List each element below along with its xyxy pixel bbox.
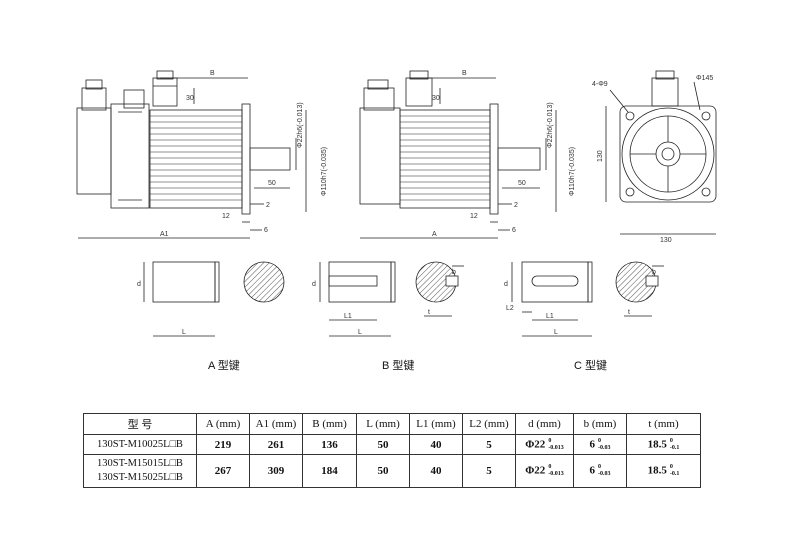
motor-front-view-c (605, 70, 717, 235)
dim-B-a: B (210, 70, 215, 77)
dim-phi145: Φ145 (696, 75, 713, 82)
key-c-L2: L2 (506, 305, 514, 312)
cell-L: 50 (356, 454, 410, 488)
cell-L2: 5 (462, 454, 516, 488)
header-L2: L2 (mm) (462, 413, 516, 435)
motor-a-dimension-labels: B 30 A1 50 2 12 6 Φ22h6(-0.013) Φ110h7(-… (160, 70, 328, 238)
key-b-L: L (358, 329, 362, 336)
cooling-fins (150, 115, 242, 201)
key-a-caption: A 型键 (208, 358, 240, 372)
cell-L1: 40 (409, 454, 463, 488)
motor-dimension-drawing: B 30 A1 50 2 12 6 Φ22h6(-0.013) Φ110h7(-… (76, 70, 717, 372)
motor-side-view-a (76, 70, 307, 239)
key-c-d: d (504, 281, 508, 288)
header-d: d (mm) (515, 413, 574, 435)
cell-A: 267 (196, 454, 250, 488)
dim-6-a: 6 (264, 227, 268, 234)
key-c-L1: L1 (546, 313, 554, 320)
motor-spec-table: 型 号 A (mm) A1 (mm) B (mm) L (mm) L1 (mm)… (83, 413, 701, 488)
cell-A: 219 (196, 434, 250, 455)
dim-6-b: 6 (512, 227, 516, 234)
key-type-c-drawing (511, 261, 664, 337)
key-a-d: d (137, 281, 141, 288)
dim-30-a: 30 (186, 95, 194, 102)
cell-A1: 261 (249, 434, 303, 455)
dim-12-a: 12 (222, 213, 230, 220)
key-c-b: b (652, 269, 656, 276)
dim-phi110-a: Φ110h7(-0.035) (321, 147, 328, 196)
key-b-L1: L1 (344, 313, 352, 320)
header-A: A (mm) (196, 413, 250, 435)
cooling-fins (400, 115, 490, 201)
key-b-t: t (428, 309, 430, 316)
header-t: t (mm) (626, 413, 701, 435)
key-c-labels: d L2 L1 L b t C 型键 (504, 269, 656, 372)
dim-A1: A1 (160, 231, 169, 238)
cell-L1: 40 (409, 434, 463, 455)
motor-b-dimension-labels: B 30 A 50 2 12 6 Φ22h6(-0.013) Φ110h7(-0… (432, 70, 576, 238)
key-type-b-drawing (319, 261, 464, 337)
header-A1: A1 (mm) (249, 413, 303, 435)
key-c-t: t (628, 309, 630, 316)
cell-model: 130ST-M10025L□B (83, 434, 197, 455)
dim-4-phi9: 4-Φ9 (592, 81, 608, 88)
key-b-b: b (452, 269, 456, 276)
dim-2-a: 2 (266, 202, 270, 209)
key-type-a-drawing (143, 261, 285, 337)
dim-12-b: 12 (470, 213, 478, 220)
key-b-labels: d L1 L b t B 型键 (312, 269, 456, 372)
key-a-L: L (182, 329, 186, 336)
key-b-d: d (312, 281, 316, 288)
cell-A1: 309 (249, 454, 303, 488)
dim-B-b: B (462, 70, 467, 77)
dim-phi22-b: Φ22h6(-0.013) (547, 102, 554, 148)
cell-L: 50 (356, 434, 410, 455)
dim-30-b: 30 (432, 95, 440, 102)
dim-phi110-b: Φ110h7(-0.035) (569, 147, 576, 196)
dim-A: A (432, 231, 437, 238)
key-c-L: L (554, 329, 558, 336)
dim-2-b: 2 (514, 202, 518, 209)
motor-c-dimension-labels: 4-Φ9 Φ145 130 130 (592, 75, 713, 244)
motor-side-view-b (359, 70, 557, 239)
dim-phi22-a: Φ22h6(-0.013) (297, 102, 304, 148)
header-L: L (mm) (356, 413, 410, 435)
header-b: b (mm) (573, 413, 627, 435)
cell-B: 184 (302, 454, 357, 488)
dim-130-w: 130 (660, 237, 672, 244)
key-c-caption: C 型键 (574, 358, 607, 372)
cell-L2: 5 (462, 434, 516, 455)
cell-B: 136 (302, 434, 357, 455)
header-model: 型 号 (83, 413, 197, 435)
dim-50-b: 50 (518, 180, 526, 187)
dim-130-h: 130 (597, 150, 604, 162)
key-b-caption: B 型键 (382, 358, 414, 372)
header-L1: L1 (mm) (409, 413, 463, 435)
header-B: B (mm) (302, 413, 357, 435)
table-header-row: 型 号 A (mm) A1 (mm) B (mm) L (mm) L1 (mm)… (83, 413, 701, 435)
dim-50-a: 50 (268, 180, 276, 187)
key-a-labels: d L A 型键 (137, 281, 240, 372)
